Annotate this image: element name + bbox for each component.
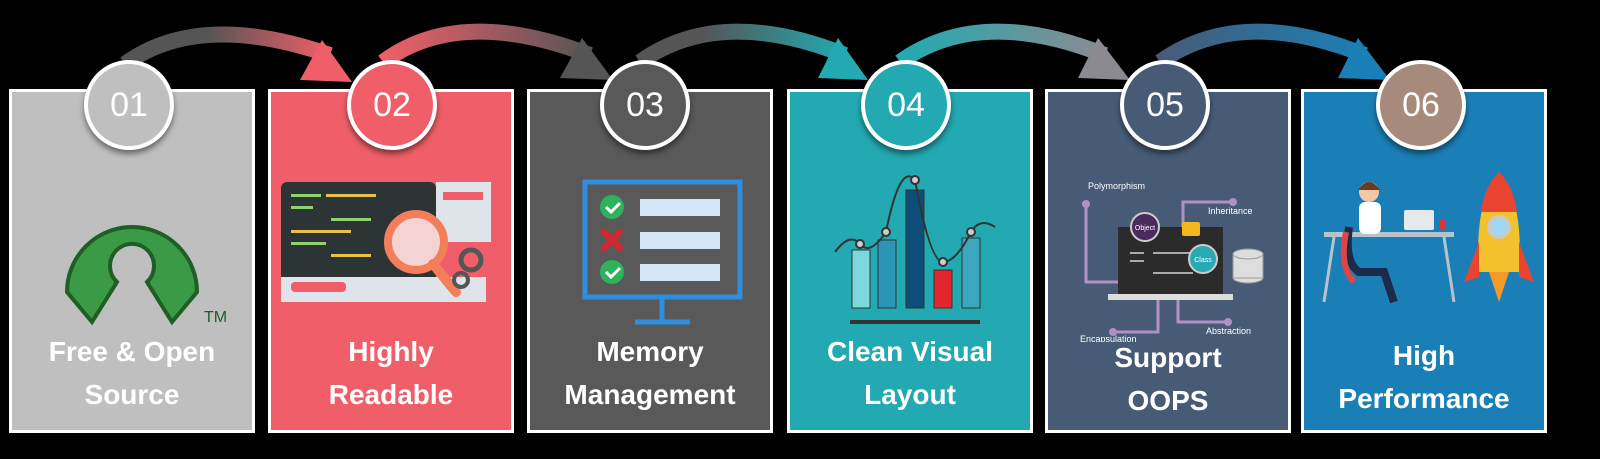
step-number-badge: 06: [1376, 60, 1466, 150]
svg-text:Class: Class: [1194, 257, 1212, 264]
svg-text:Inheritance: Inheritance: [1208, 206, 1253, 216]
arrow-3-4: [635, 23, 868, 80]
checklist-monitor-icon: [582, 179, 743, 325]
rocket-developer-icon: [1322, 172, 1534, 304]
arrow-4-5: [895, 23, 1130, 80]
arrow-1-2: [120, 26, 352, 82]
svg-text:Object: Object: [1135, 225, 1155, 232]
arrow-2-3: [378, 23, 613, 80]
svg-text:Abstraction: Abstraction: [1206, 326, 1251, 336]
step-card-support-oops: Object Class Polymorphism Inheritance En…: [1045, 89, 1291, 433]
step-number-badge: 04: [861, 60, 951, 150]
arrow-5-6: [1155, 23, 1390, 80]
bar-chart-icon: [834, 175, 996, 324]
svg-text:TM: TM: [204, 309, 227, 326]
svg-text:Encapsulation: Encapsulation: [1080, 334, 1137, 342]
step-number-badge: 05: [1120, 60, 1210, 150]
open-source-logo-icon: TM: [64, 225, 227, 326]
step-number-badge: 02: [347, 60, 437, 150]
step-number-badge: 01: [84, 60, 174, 150]
svg-text:Polymorphism: Polymorphism: [1088, 181, 1145, 191]
code-magnifier-icon: [281, 182, 491, 302]
step-number-badge: 03: [600, 60, 690, 150]
flow-arrows: [120, 23, 1390, 82]
oop-laptop-icon: Object Class Polymorphism Inheritance En…: [1080, 181, 1264, 342]
